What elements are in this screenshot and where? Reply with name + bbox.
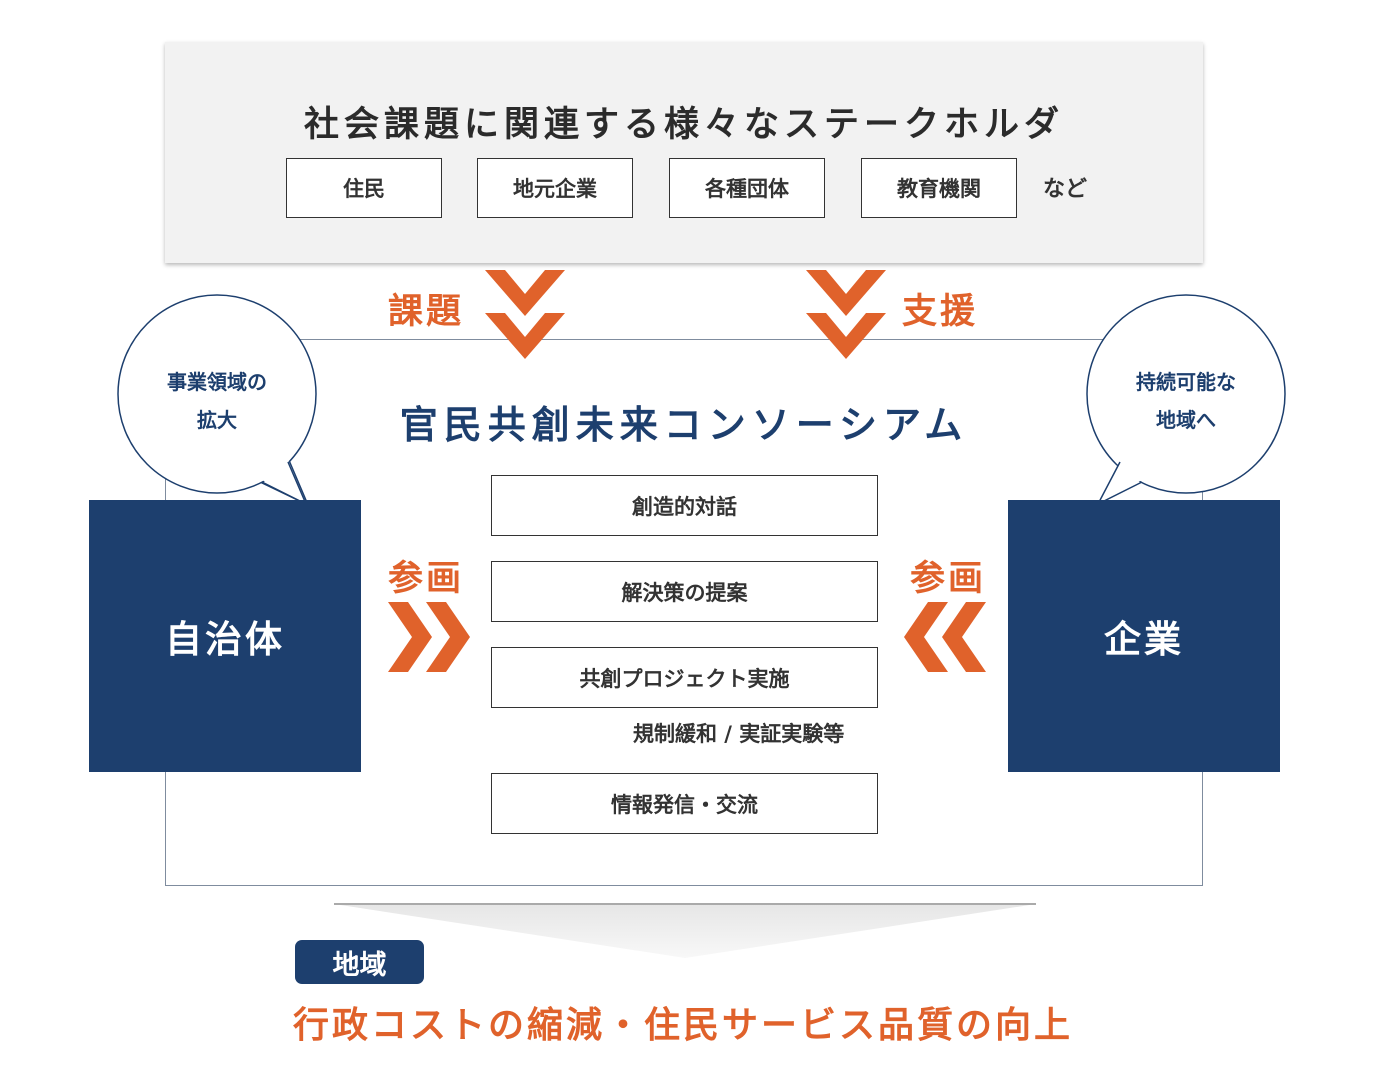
participate-right-chevrons-icon [388, 602, 470, 672]
actor-company: 企業 [1008, 500, 1280, 772]
stakeholder-box-education: 教育機関 [861, 158, 1017, 218]
actor-municipality: 自治体 [89, 500, 361, 772]
right-bubble-line2: 地域へ [1156, 408, 1216, 432]
stakeholder-box-organizations: 各種団体 [669, 158, 825, 218]
issue-down-chevrons-icon [485, 270, 565, 359]
issue-label: 課題 [388, 292, 465, 332]
left-bubble-line1: 事業領域の [167, 370, 267, 394]
support-down-chevrons-icon [806, 270, 886, 359]
outcome-badge: 地域 [295, 940, 424, 984]
stakeholder-box-local-companies: 地元企業 [477, 158, 633, 218]
activity-proposal: 解決策の提案 [491, 561, 878, 622]
right-bubble-text: 持続可能な 地域へ [1086, 363, 1286, 439]
support-label: 支援 [902, 292, 979, 332]
activity-project: 共創プロジェクト実施 [491, 647, 878, 708]
activity-dialogue: 創造的対話 [491, 475, 878, 536]
participate-right-label: 参画 [910, 559, 987, 599]
outcome-text: 行政コストの縮減・住民サービス品質の向上 [293, 1005, 1074, 1046]
outcome-down-arrow [334, 903, 1036, 958]
stakeholder-suffix: など [1043, 177, 1088, 202]
stakeholder-panel [165, 42, 1203, 263]
participate-left-label: 参画 [388, 559, 465, 599]
right-bubble-line1: 持続可能な [1136, 370, 1236, 394]
left-bubble-line2: 拡大 [197, 408, 237, 432]
stakeholder-box-residents: 住民 [286, 158, 442, 218]
left-speech-bubble [117, 294, 317, 507]
consortium-title: 官民共創未来コンソーシアム [399, 403, 969, 447]
stakeholder-title: 社会課題に関連する様々なステークホルダ [303, 105, 1064, 145]
participate-left-chevrons-icon [904, 602, 986, 672]
activity-info-exchange: 情報発信・交流 [491, 773, 878, 834]
project-note: 規制緩和 / 実証実験等 [633, 722, 845, 746]
left-bubble-text: 事業領域の 拡大 [117, 363, 317, 439]
